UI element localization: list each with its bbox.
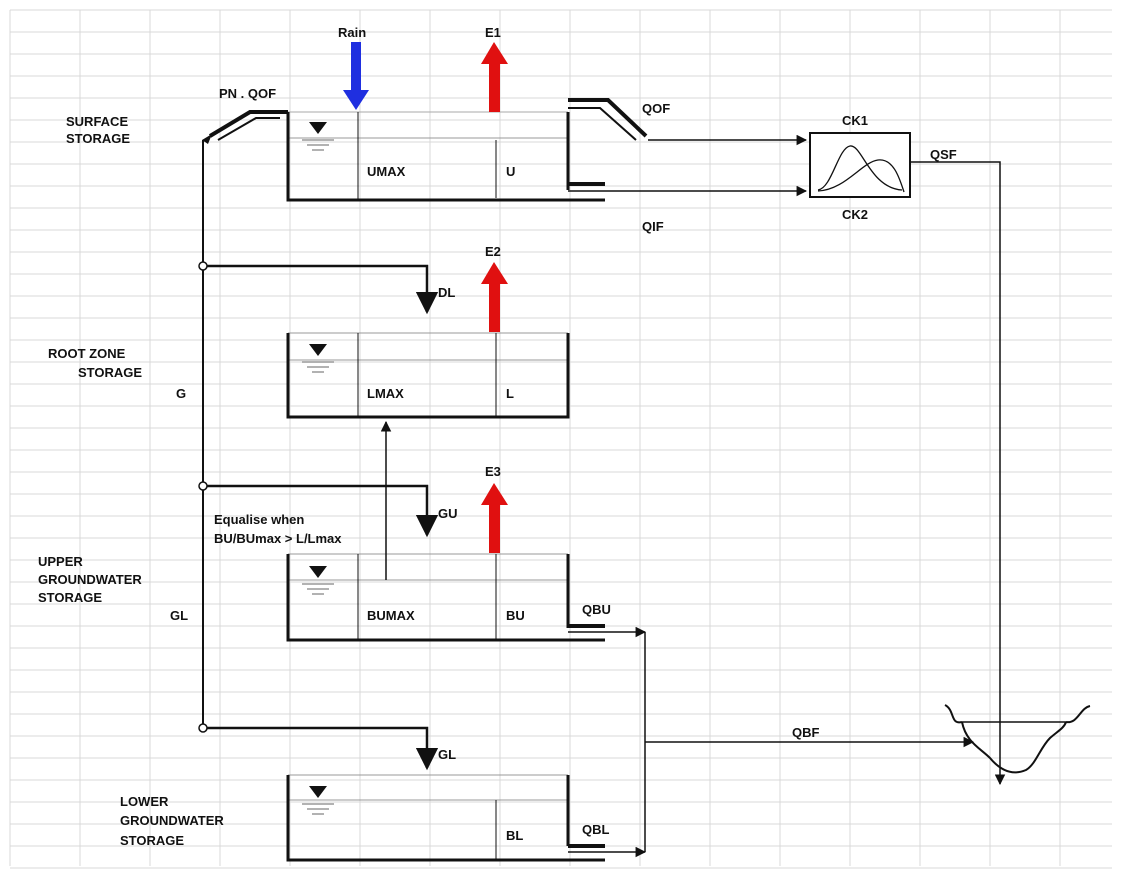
gu-line	[203, 486, 427, 535]
qbf-label: QBF	[792, 725, 820, 740]
rain-label: Rain	[338, 25, 366, 40]
evaporation-arrow-e2	[481, 262, 508, 332]
root-zone-label-line2: STORAGE	[78, 365, 142, 380]
upper-gw-label-line1: UPPER	[38, 554, 83, 569]
lower-groundwater-storage-tank	[288, 775, 605, 860]
lmax-label: LMAX	[367, 386, 404, 401]
root-zone-storage-tank	[288, 333, 568, 417]
gl-left-label: GL	[170, 608, 188, 623]
lower-gw-label-line1: LOWER	[120, 794, 169, 809]
lower-gw-label-line2: GROUNDWATER	[120, 813, 224, 828]
umax-label: UMAX	[367, 164, 406, 179]
ck1-label: CK1	[842, 113, 868, 128]
qof-label: QOF	[642, 101, 670, 116]
equalise-label-line1: Equalise when	[214, 512, 304, 527]
river-cross-section	[945, 705, 1090, 772]
pn-qof-label: PN . QOF	[219, 86, 276, 101]
u-label: U	[506, 164, 515, 179]
ck2-label: CK2	[842, 207, 868, 222]
dl-label: DL	[438, 285, 455, 300]
root-zone-label-line1: ROOT ZONE	[48, 346, 126, 361]
bl-label: BL	[506, 828, 523, 843]
bumax-label: BUMAX	[367, 608, 415, 623]
e2-label: E2	[485, 244, 501, 259]
qbl-label: QBL	[582, 822, 610, 837]
surface-storage-tank	[288, 112, 605, 200]
background-grid	[10, 10, 1112, 868]
upper-groundwater-storage-tank	[288, 554, 605, 640]
water-level-symbol	[302, 122, 334, 150]
l-label: L	[506, 386, 514, 401]
upper-gw-label-line3: STORAGE	[38, 590, 102, 605]
qsf-label: QSF	[930, 147, 957, 162]
lower-gw-label-line3: STORAGE	[120, 833, 184, 848]
water-level-symbols	[302, 122, 334, 814]
upper-gw-label-line2: GROUNDWATER	[38, 572, 142, 587]
surface-storage-label-line2: STORAGE	[66, 131, 130, 146]
pn-qof-overflow	[210, 112, 288, 136]
qbu-label: QBU	[582, 602, 611, 617]
qsf-line	[910, 162, 1000, 784]
gl-line	[203, 728, 427, 768]
g-label: G	[176, 386, 186, 401]
e3-label: E3	[485, 464, 501, 479]
qif-label: QIF	[642, 219, 664, 234]
equalise-label-line2: BU/BUmax > L/Lmax	[214, 531, 342, 546]
surface-storage-label-line1: SURFACE	[66, 114, 128, 129]
water-level-symbol	[302, 344, 334, 372]
gl-arrow-label: GL	[438, 747, 456, 762]
qof-overflow	[568, 100, 646, 136]
bu-label: BU	[506, 608, 525, 623]
flow-lines	[202, 100, 1000, 852]
dl-line	[203, 266, 427, 312]
routing-box	[810, 133, 910, 197]
evaporation-arrow-e1	[481, 42, 508, 112]
gu-label: GU	[438, 506, 458, 521]
e1-label: E1	[485, 25, 501, 40]
